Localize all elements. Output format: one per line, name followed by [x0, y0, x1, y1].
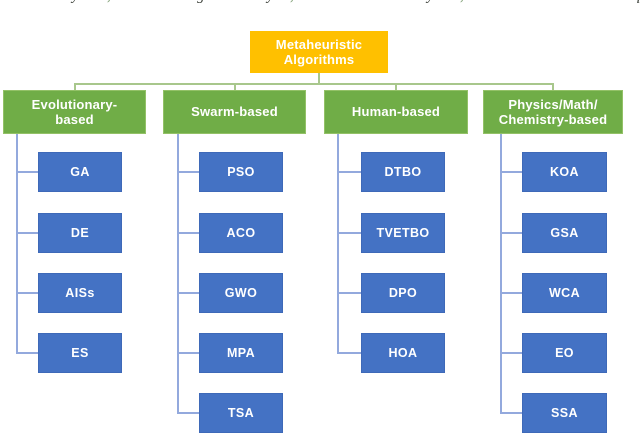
child-stub-line	[178, 232, 199, 234]
algorithm-node-tvetbo: TVETBO	[361, 213, 445, 253]
algorithm-node-dpo: DPO	[361, 273, 445, 313]
text-artifact: ,	[460, 0, 464, 4]
algorithm-node-de: DE	[38, 213, 122, 253]
child-stub-line	[17, 171, 38, 173]
child-stub-line	[501, 232, 522, 234]
algorithm-node-dtbo: DTBO	[361, 152, 445, 192]
algorithm-node-pso: PSO	[199, 152, 283, 192]
algorithm-node-koa: KOA	[522, 152, 607, 192]
algorithm-node-gsa: GSA	[522, 213, 607, 253]
child-stub-line	[17, 292, 38, 294]
category-node-human-based: Human-based	[324, 90, 468, 134]
root-stem-line	[318, 73, 320, 85]
category-node-swarm-based: Swarm-based	[163, 90, 306, 134]
algorithm-node-aco: ACO	[199, 213, 283, 253]
algorithm-node-ssa: SSA	[522, 393, 607, 433]
child-rail-line	[177, 134, 179, 414]
child-stub-line	[501, 352, 522, 354]
algorithm-node-tsa: TSA	[199, 393, 283, 433]
child-stub-line	[178, 352, 199, 354]
category-drop-line	[73, 83, 76, 90]
text-artifact: y	[72, 0, 79, 4]
child-stub-line	[178, 412, 199, 414]
text-artifact: q	[633, 0, 640, 4]
child-stub-line	[338, 352, 361, 354]
algorithm-node-gwo: GWO	[199, 273, 283, 313]
child-rail-line	[16, 134, 18, 354]
child-stub-line	[501, 412, 522, 414]
cropped-text-artifacts: y, g y, y, q	[0, 0, 640, 8]
child-stub-line	[338, 171, 361, 173]
algorithm-node-aiss: AISs	[38, 273, 122, 313]
text-artifact: ,	[290, 0, 294, 4]
child-stub-line	[338, 232, 361, 234]
child-stub-line	[17, 352, 38, 354]
algorithm-node-eo: EO	[522, 333, 607, 373]
algorithm-node-mpa: MPA	[199, 333, 283, 373]
child-stub-line	[501, 292, 522, 294]
category-bus-line	[73, 83, 554, 85]
algorithm-node-ga: GA	[38, 152, 122, 192]
child-rail-line	[500, 134, 502, 414]
category-node-evolutionary-based: Evolutionary- based	[3, 90, 146, 134]
child-stub-line	[178, 292, 199, 294]
child-stub-line	[338, 292, 361, 294]
child-stub-line	[178, 171, 199, 173]
category-drop-line	[233, 83, 236, 90]
child-stub-line	[17, 232, 38, 234]
root-node-metaheuristic-algorithms: Metaheuristic Algorithms	[250, 31, 388, 73]
algorithm-node-hoa: HOA	[361, 333, 445, 373]
text-artifact: ,	[107, 0, 111, 4]
text-artifact: g	[197, 0, 205, 4]
category-node-physics-math-chemistry-based: Physics/Math/ Chemistry-based	[483, 90, 623, 134]
text-artifact: y	[427, 0, 434, 4]
algorithm-node-wca: WCA	[522, 273, 607, 313]
text-artifact: y	[267, 0, 274, 4]
category-drop-line	[552, 83, 554, 90]
algorithm-node-es: ES	[38, 333, 122, 373]
category-drop-line	[395, 83, 397, 90]
child-stub-line	[501, 171, 522, 173]
child-rail-line	[337, 134, 339, 354]
